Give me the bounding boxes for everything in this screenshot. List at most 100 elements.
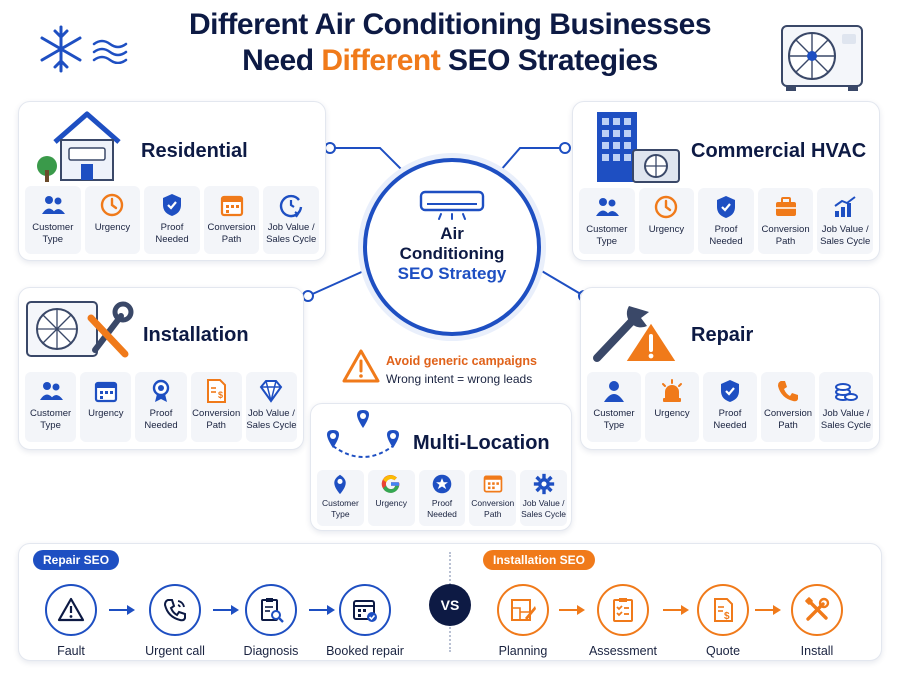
calendar-icon xyxy=(220,195,243,217)
attr-row-multi-location: Customer Type Urgency Proof Needed Conve… xyxy=(317,470,567,526)
people-icon xyxy=(39,382,63,400)
card-commercial: Commercial HVAC Customer Type Urgency Pr… xyxy=(572,101,880,261)
svg-text:$: $ xyxy=(724,611,730,622)
phone-icon xyxy=(778,381,798,402)
attr-proof-needed: Proof Needed xyxy=(698,188,754,254)
briefcase-icon xyxy=(775,197,796,216)
tools-icon xyxy=(805,597,830,621)
attr-row-installation: Customer Type Urgency Proof Needed $ Con… xyxy=(25,372,298,442)
ac-unit-tools-icon xyxy=(26,301,134,358)
page-title-line1: Different Air Conditioning Businesses xyxy=(188,8,712,41)
people-icon xyxy=(41,196,65,214)
arrow-icon xyxy=(755,605,781,615)
step-quote: $ Quote xyxy=(673,584,773,658)
bar-chart-icon xyxy=(834,196,856,217)
arrow-icon xyxy=(663,605,689,615)
step-assessment: Assessment xyxy=(573,584,673,658)
attr-customer-type: Customer Type xyxy=(587,372,641,442)
attr-job-value: Job Value / Sales Cycle xyxy=(817,188,873,254)
wrench-warning-icon xyxy=(593,306,678,363)
attr-job-value: Job Value / Sales Cycle xyxy=(245,372,298,442)
center-strategy-circle: Air Conditioning SEO Strategy xyxy=(363,158,541,336)
card-title-repair: Repair xyxy=(691,324,754,346)
attr-customer-type: Customer Type xyxy=(25,372,77,442)
coins-icon xyxy=(835,383,858,401)
svg-text:$: $ xyxy=(218,390,223,400)
attr-row-residential: Customer Type Urgency Proof Needed Conve… xyxy=(25,186,319,254)
shield-check-icon xyxy=(716,196,735,218)
person-icon xyxy=(604,381,624,402)
step-booked-repair: Booked repair xyxy=(315,584,415,658)
card-title-installation: Installation xyxy=(143,324,249,346)
clock-icon xyxy=(655,195,678,219)
attr-urgency: Urgency xyxy=(84,186,141,254)
attr-conversion-path: Conversion Path xyxy=(469,470,517,526)
card-residential: Residential Customer Type Urgency Proof … xyxy=(18,101,326,261)
snowflake-icon xyxy=(40,25,82,73)
vs-badge: VS xyxy=(429,584,471,626)
people-icon xyxy=(595,198,619,216)
attr-row-commercial: Customer Type Urgency Proof Needed Conve… xyxy=(579,188,873,254)
attr-proof-needed: Proof Needed xyxy=(703,372,757,442)
arrow-icon xyxy=(213,605,239,615)
gear-icon xyxy=(533,473,554,495)
ac-outdoor-unit-icon xyxy=(781,25,863,91)
clock-icon xyxy=(101,193,124,217)
attr-proof-needed: Proof Needed xyxy=(144,186,200,254)
card-title-residential: Residential xyxy=(141,140,248,162)
phone-call-icon xyxy=(163,599,186,622)
shield-check-icon xyxy=(721,380,739,402)
award-badge-icon xyxy=(152,379,170,402)
star-badge-icon xyxy=(432,474,452,494)
warning-callout: Avoid generic campaigns Wrong intent = w… xyxy=(340,346,560,390)
warning-title: Avoid generic campaigns xyxy=(386,354,537,368)
card-multi-location: Multi-Location Customer Type Urgency Pro… xyxy=(310,403,572,531)
arrow-icon xyxy=(309,605,335,615)
card-title-commercial: Commercial HVAC xyxy=(691,140,867,162)
warning-icon xyxy=(57,597,85,622)
page-title-line2: Need Different SEO Strategies xyxy=(242,44,658,77)
attr-conversion-path: Conversion Path xyxy=(761,372,815,442)
step-urgent-call: Urgent call xyxy=(125,584,225,658)
diamond-icon xyxy=(260,380,283,403)
attr-urgency: Urgency xyxy=(80,372,132,442)
checklist-icon xyxy=(613,598,633,622)
house-icon xyxy=(37,111,121,182)
warning-subtitle: Wrong intent = wrong leads xyxy=(386,372,533,386)
step-planning: Planning xyxy=(473,584,573,658)
attr-job-value: Job Value / Sales Cycle xyxy=(263,186,319,254)
attr-urgency: Urgency xyxy=(367,470,415,526)
center-strategy-text: Air Conditioning SEO Strategy xyxy=(397,224,507,283)
attr-urgency: Urgency xyxy=(645,372,699,442)
step-fault: Fault xyxy=(21,584,121,658)
warning-triangle-icon xyxy=(342,349,380,383)
step-diagnosis: Diagnosis xyxy=(221,584,321,658)
attr-job-value: Job Value / Sales Cycle xyxy=(520,470,567,526)
indoor-ac-icon xyxy=(419,190,485,220)
card-title-multi-location: Multi-Location xyxy=(413,432,550,454)
card-repair: Repair Customer Type Urgency Proof Neede… xyxy=(580,287,880,450)
browser-grid-icon xyxy=(483,475,503,493)
attr-conversion-path: $ Conversion Path xyxy=(190,372,242,442)
repair-seo-label: Repair SEO xyxy=(33,550,120,570)
location-pins-icon xyxy=(327,410,399,458)
attr-customer-type: Customer Type xyxy=(579,188,635,254)
attr-customer-type: Customer Type xyxy=(317,470,364,526)
arrow-icon xyxy=(559,605,585,615)
clipboard-search-icon xyxy=(261,598,284,623)
calendar-check-icon xyxy=(353,600,377,622)
siren-icon xyxy=(662,379,682,402)
shield-check-icon xyxy=(162,194,181,216)
card-installation: Installation Customer Type Urgency Proof… xyxy=(18,287,304,450)
clock-arrow-icon xyxy=(280,194,303,218)
attr-conversion-path: Conversion Path xyxy=(757,188,814,254)
calendar-icon xyxy=(94,381,117,403)
step-install: Install xyxy=(767,584,867,658)
attr-conversion-path: Conversion Path xyxy=(203,186,260,254)
attr-customer-type: Customer Type xyxy=(25,186,81,254)
blueprint-pencil-icon xyxy=(511,599,536,621)
arrow-icon xyxy=(109,605,135,615)
map-pin-icon xyxy=(334,474,347,495)
office-building-icon xyxy=(597,112,680,183)
attr-job-value: Job Value / Sales Cycle xyxy=(819,372,873,442)
